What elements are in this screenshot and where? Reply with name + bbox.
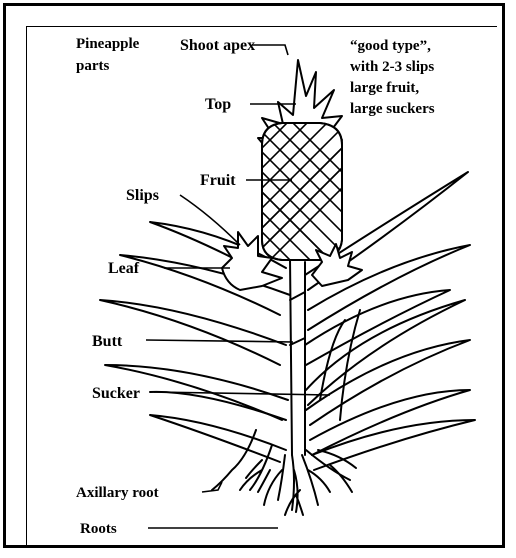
label-leaf: Leaf xyxy=(108,260,140,277)
label-butt: Butt xyxy=(92,333,123,350)
label-sucker: Sucker xyxy=(92,385,140,402)
label-fruit: Fruit xyxy=(200,172,236,189)
label-shoot-apex: Shoot apex xyxy=(180,37,255,54)
label-slips: Slips xyxy=(126,187,159,204)
note-line-3: large fruit, xyxy=(350,80,419,96)
title-line-2: parts xyxy=(76,58,109,74)
label-top: Top xyxy=(205,96,231,113)
title-line-1: Pineapple xyxy=(76,36,140,52)
note-line-1: “good type”, xyxy=(350,38,431,54)
central-stem xyxy=(290,258,305,455)
note-line-2: with 2-3 slips xyxy=(350,59,434,75)
label-axillary-root: Axillary root xyxy=(76,485,159,501)
note-line-4: large suckers xyxy=(350,101,435,117)
label-roots: Roots xyxy=(80,521,117,537)
